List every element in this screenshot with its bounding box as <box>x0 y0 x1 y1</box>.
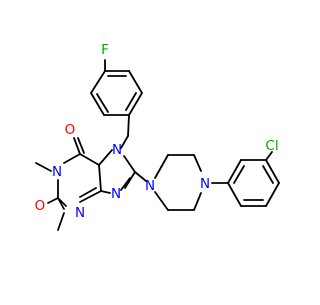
bond <box>227 182 242 207</box>
bond <box>125 92 137 111</box>
bond <box>128 70 143 94</box>
bond <box>193 192 202 211</box>
bond <box>96 93 109 113</box>
molecule-structure: F N O N N N O N N Cl <box>35 42 280 231</box>
bond <box>233 165 245 184</box>
chlorine-label: Cl <box>265 138 278 154</box>
bond <box>57 212 65 231</box>
nitrogen-1-label: N <box>52 164 62 180</box>
nitrogen-3-label: N <box>75 205 85 221</box>
structure-canvas: F N O N N N O N N Cl <box>35 42 280 231</box>
bond <box>73 137 81 155</box>
bond <box>63 153 81 164</box>
bond <box>123 155 136 173</box>
bond <box>227 159 242 184</box>
bond <box>90 92 105 116</box>
fluorine-label: F <box>101 42 109 58</box>
bond <box>79 190 102 203</box>
bond <box>154 154 169 179</box>
bond <box>120 177 131 191</box>
bond <box>98 149 113 166</box>
bond <box>265 182 280 207</box>
atom-labels: F N O N N N O N N Cl <box>35 42 279 221</box>
bond <box>265 159 280 184</box>
bond <box>134 171 147 182</box>
bond <box>100 190 111 194</box>
bond <box>57 197 65 210</box>
bond <box>120 135 129 149</box>
bond <box>79 153 100 166</box>
oxygen-c2-label: O <box>35 198 46 214</box>
nitrogen-7-label: N <box>112 142 122 158</box>
oxygen-c6-label: O <box>65 122 76 138</box>
bond <box>265 151 273 161</box>
bond <box>47 197 59 204</box>
bond <box>154 191 169 211</box>
bond <box>35 162 52 172</box>
bond <box>90 70 106 94</box>
bond <box>79 187 97 198</box>
bond <box>127 114 130 137</box>
piperazine-n-right-label: N <box>200 176 210 192</box>
bond <box>124 171 136 189</box>
bond <box>77 137 85 154</box>
bond <box>193 154 202 172</box>
bond <box>98 164 102 192</box>
piperazine-n-left-label: N <box>145 178 155 194</box>
bond <box>262 165 274 184</box>
bond <box>128 92 143 116</box>
nitrogen-9-label: N <box>111 186 121 202</box>
bonds <box>35 59 280 231</box>
